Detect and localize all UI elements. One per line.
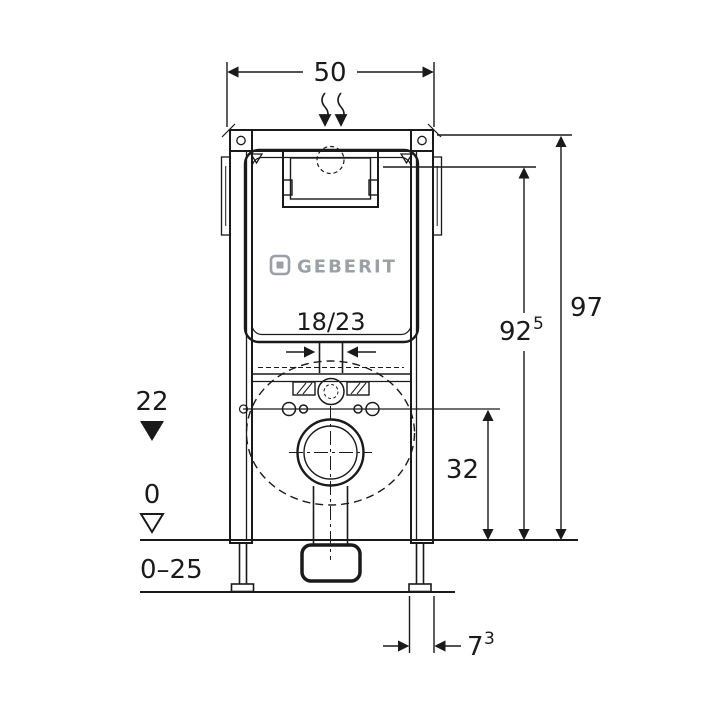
geberit-logo-icon-inner	[276, 261, 284, 269]
fixing-bolts	[238, 401, 500, 417]
fixing-row-end-circle	[238, 404, 249, 414]
drain-pipe	[300, 486, 362, 583]
threaded-rod-right-hatch-2	[356, 382, 367, 395]
geberit-logo: GEBERIT	[269, 254, 397, 278]
dimension-actuation-height: 92 5	[383, 166, 544, 541]
top-left-corner-tick	[221, 123, 236, 138]
inspection-box-inner	[289, 157, 372, 200]
left-foot-plate	[230, 583, 255, 593]
threaded-rod-block-left	[292, 381, 316, 396]
threaded-rod-right-hatch	[350, 382, 361, 395]
right-position-mark-triangle	[399, 153, 414, 165]
flush-pipe-label: 18/23	[286, 308, 376, 358]
fixing-bolt-inner-right	[353, 404, 363, 414]
floor-zero-label: 0	[144, 480, 161, 510]
water-wave-icon-2	[334, 92, 348, 127]
floor-range-label: 0–25	[140, 555, 203, 585]
dim-outlet-height-label: 32	[446, 455, 479, 485]
dimension-wall-distance: 7 3	[383, 596, 495, 662]
dim-wall-distance-label: 7	[467, 632, 484, 662]
filled-level-triangle	[140, 421, 164, 441]
level-mark-0: 0	[139, 480, 165, 534]
water-wave-icon	[318, 92, 332, 127]
open-level-triangle	[139, 513, 165, 534]
inspection-opening	[282, 145, 379, 208]
top-bar-left-screw	[236, 135, 246, 146]
water-supply-symbol	[318, 92, 348, 127]
right-foot-plate	[408, 583, 432, 593]
flush-pipe-dia-label: 18/23	[296, 308, 365, 336]
fixing-bolt-outer-left	[281, 401, 297, 417]
left-position-mark-triangle	[249, 153, 264, 165]
geberit-logo-icon	[269, 254, 291, 276]
inspection-right-clip	[368, 179, 379, 196]
threaded-rod-block-right	[346, 381, 370, 396]
level-mark-22: 22	[135, 387, 169, 441]
bowl-outline-dashed	[245, 360, 416, 506]
actuator-hole-dashed-circle	[316, 145, 345, 175]
dimension-outlet-height: 32	[446, 409, 494, 541]
top-bar-right-screw	[417, 135, 427, 146]
inspection-left-clip	[282, 179, 293, 196]
threaded-rod-left-hatch-2	[302, 382, 313, 395]
flush-inlet-height-label: 22	[135, 387, 168, 417]
flush-connector-dashed-circle	[323, 384, 339, 399]
fixing-bolt-inner-left	[298, 404, 309, 414]
left-wall-bracket	[220, 156, 231, 236]
mounting-plate	[252, 367, 411, 406]
geberit-logo-text: GEBERIT	[297, 257, 397, 278]
threaded-rod-left-hatch	[296, 382, 307, 395]
wc-bowl-dashed-ellipse	[245, 360, 416, 506]
mounting-frame	[220, 123, 443, 593]
drain-elbow	[300, 543, 362, 583]
dimension-top-width: 50	[226, 58, 435, 127]
dim-actuation-height-label: 92	[499, 317, 532, 347]
dimension-total-height: 97	[437, 134, 603, 541]
dim-actuation-height-sup: 5	[533, 314, 544, 334]
flush-connector-circle	[317, 377, 345, 406]
frame-top-bar	[229, 129, 434, 152]
dim-wall-distance-sup: 3	[484, 629, 495, 649]
inspection-box-outer	[282, 149, 379, 208]
dim-total-height-label: 97	[570, 293, 603, 323]
floor-lines	[140, 539, 578, 593]
fixing-bolt-outer-right	[365, 401, 380, 417]
flush-bend	[318, 342, 344, 373]
right-wall-bracket	[432, 156, 443, 236]
outlet-connection	[289, 406, 372, 560]
dim-top-width-label: 50	[313, 58, 346, 88]
floor-buildup-range: 0–25	[140, 555, 203, 585]
